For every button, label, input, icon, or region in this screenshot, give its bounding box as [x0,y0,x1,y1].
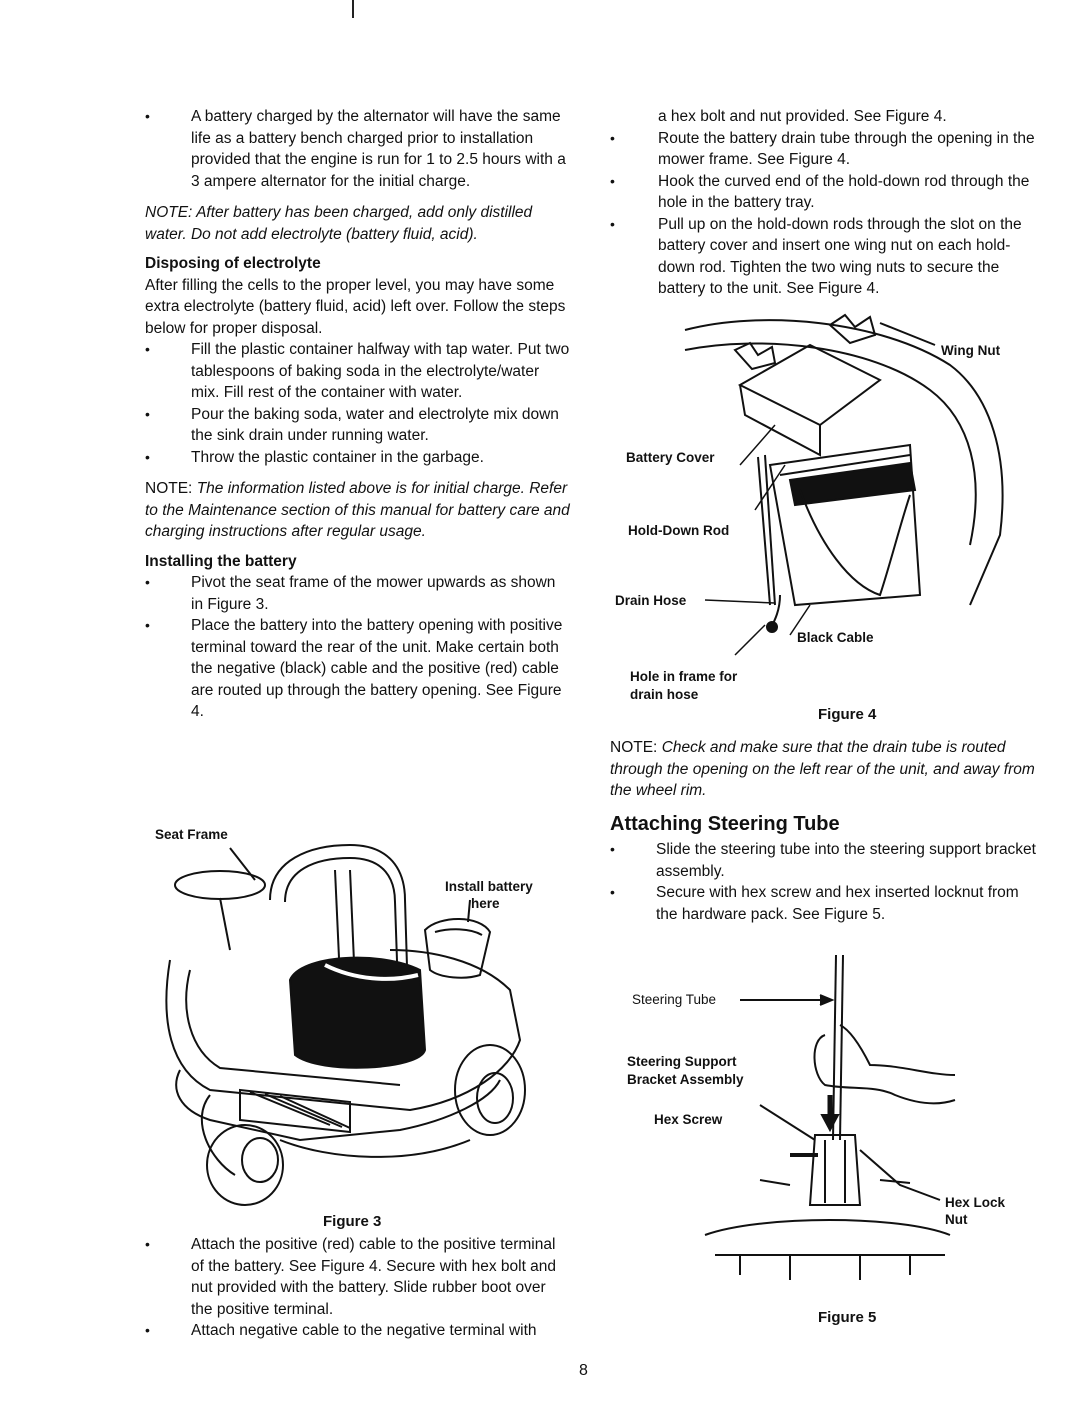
heading-installing-battery: Installing the battery [145,552,297,570]
note-initial-charge: NOTE: The information listed above is fo… [145,478,570,543]
fig3-label-install-battery: Install battery [445,879,533,894]
bullet-secure-hex-screw: Secure with hex screw and hex inserted l… [610,882,1042,925]
bullet-place-battery: Place the battery into the battery openi… [145,615,570,723]
fig3-label-here: here [471,896,500,911]
fig5-label-hex-screw: Hex Screw [654,1112,723,1127]
fig5-label-steering-tube: Steering Tube [632,992,717,1007]
bullet-fill-container: Fill the plastic container halfway with … [145,339,570,404]
bullet-slide-steering-tube: Slide the steering tube into the steerin… [610,839,1042,882]
note-label: NOTE: [145,480,193,497]
figure-5-steering-illustration [704,954,956,1280]
continued-hex-bolt: a hex bolt and nut provided. See Figure … [658,108,947,125]
bullet-battery-charged: A battery charged by the alternator will… [145,106,570,192]
right-column-mid: NOTE: Check and make sure that the drain… [610,737,1042,925]
heading-disposing-electrolyte: Disposing of electrolyte [145,255,321,272]
fig4-label-hold-down-rod: Hold-Down Rod [628,523,730,538]
bullet-attach-positive: Attach the positive (red) cable to the p… [145,1234,570,1320]
bullet-attach-negative: Attach negative cable to the negative te… [145,1320,570,1342]
bullet-pour-mix: Pour the baking soda, water and electrol… [145,404,570,447]
fig5-label-support-line1: Steering Support [627,1054,737,1069]
bullet-hook-hold-down-rod: Hook the curved end of the hold-down rod… [610,171,1042,214]
fig5-label-hex-lock: Hex Lock [945,1195,1006,1210]
note-text: Check and make sure that the drain tube … [610,739,1035,799]
heading-attaching-steering-tube: Attaching Steering Tube [610,812,840,835]
right-column: a hex bolt and nut provided. See Figure … [610,106,1042,300]
fig3-label-seat-frame: Seat Frame [155,827,228,842]
fig4-label-hole-line1: Hole in frame for [630,669,738,684]
page-number: 8 [579,1362,588,1379]
fig5-label-support-line2: Bracket Assembly [627,1072,744,1087]
bullet-pivot-seat: Pivot the seat frame of the mower upward… [145,572,570,615]
bullet-throw-container: Throw the plastic container in the garba… [145,447,570,469]
fig4-label-black-cable: Black Cable [797,630,874,645]
fig4-label-battery-cover: Battery Cover [626,450,715,465]
fig4-label-hole-line2: drain hose [630,687,699,702]
fig5-label-nut: Nut [945,1212,968,1227]
figure-4-battery-illustration [684,313,1004,656]
figure-3-mower-illustration [165,843,526,1206]
figure-3-caption: Figure 3 [323,1213,382,1230]
page-top-mark [352,0,354,18]
note-text: The information listed above is for init… [145,480,570,540]
note-distilled-water: NOTE: After battery has been charged, ad… [145,204,533,243]
note-drain-tube: NOTE: Check and make sure that the drain… [610,737,1042,802]
figure-4-caption: Figure 4 [818,706,877,723]
fig4-label-drain-hose: Drain Hose [615,593,687,608]
left-column-bottom: Attach the positive (red) cable to the p… [145,1234,570,1342]
fig4-label-wing-nut: Wing Nut [941,343,1001,358]
figure-5-caption: Figure 5 [818,1309,877,1326]
left-column: A battery charged by the alternator will… [145,106,570,723]
note-label: NOTE: [610,739,658,756]
disposing-intro: After filling the cells to the proper le… [145,276,566,337]
bullet-pull-up-rods: Pull up on the hold-down rods through th… [610,214,1042,300]
bullet-route-drain-tube: Route the battery drain tube through the… [610,128,1042,171]
